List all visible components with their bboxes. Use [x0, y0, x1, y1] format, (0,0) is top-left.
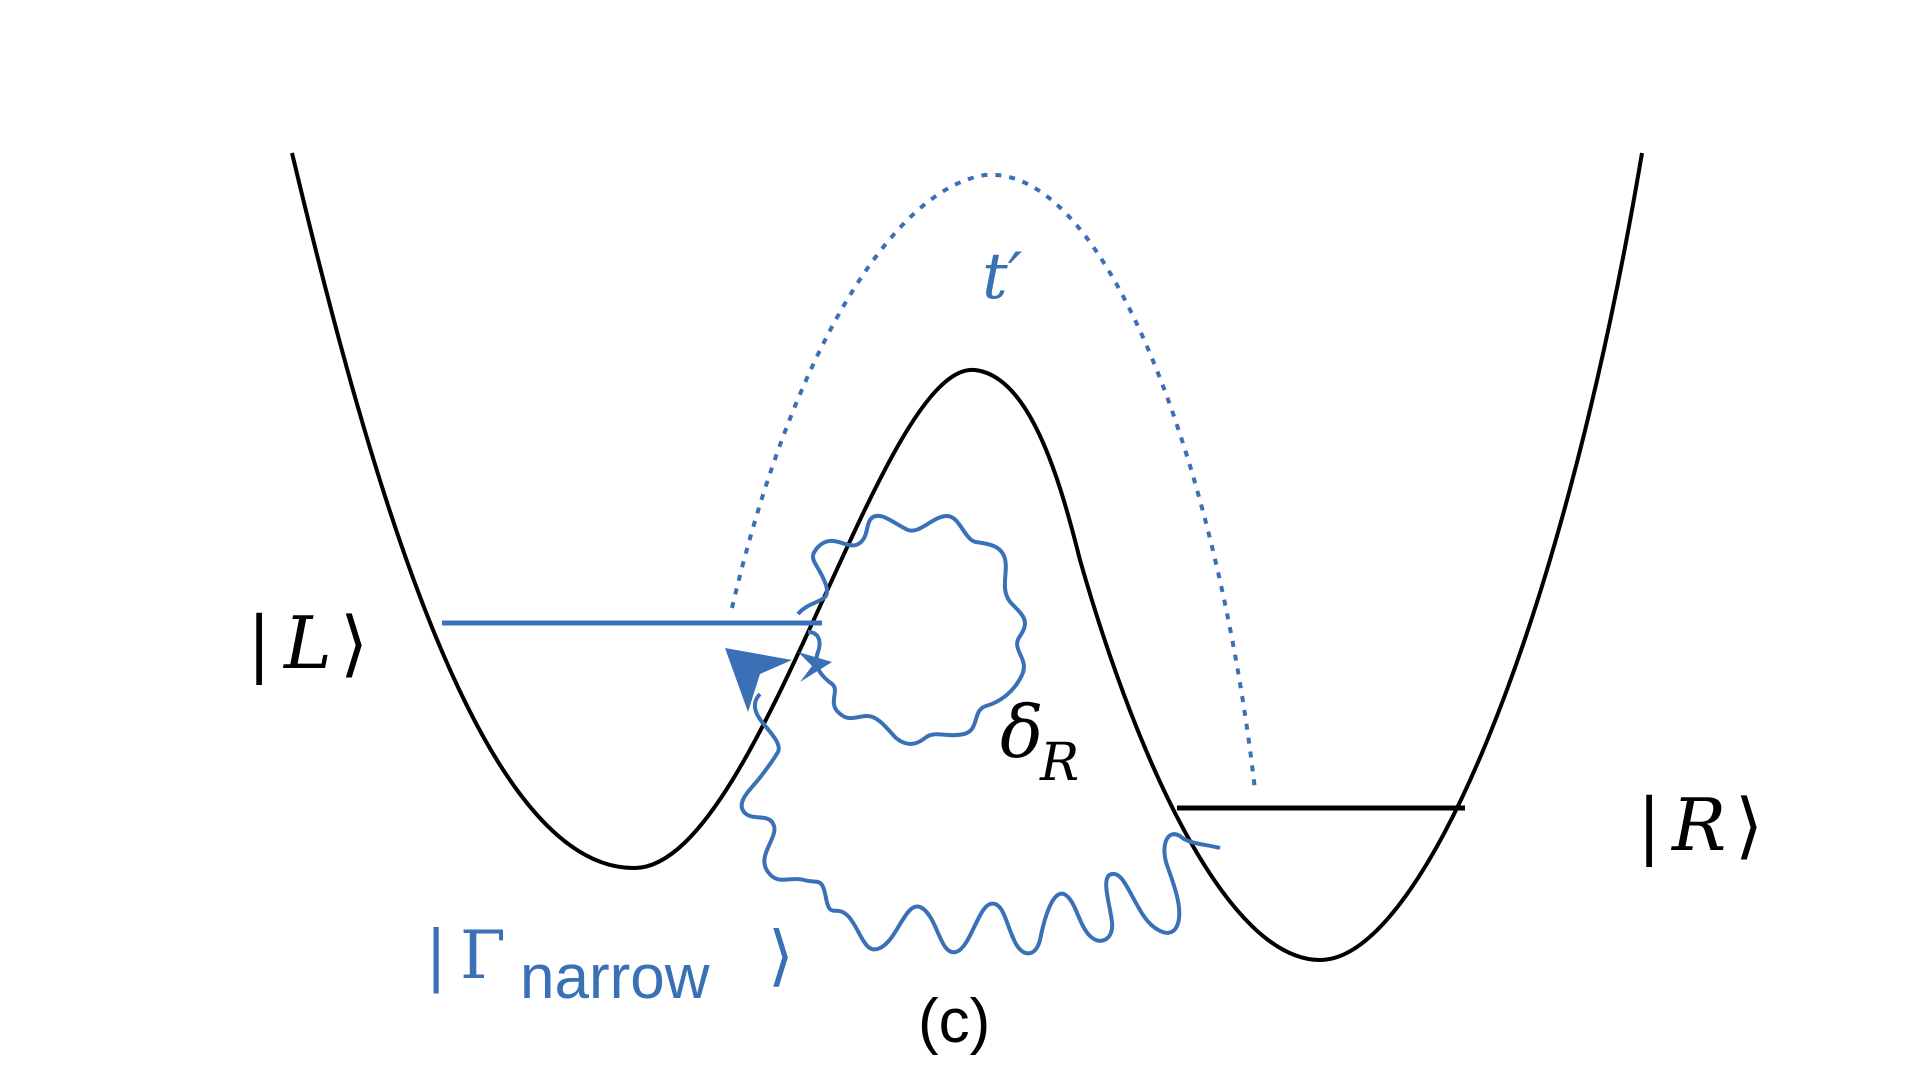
gamma-bar: | — [425, 917, 447, 994]
gamma-bracket: ⟩ — [768, 917, 794, 994]
left-state-symbol: L — [282, 601, 332, 685]
double-well-potential-curve — [290, 152, 1644, 962]
gamma-symbol: Γ — [460, 917, 506, 994]
left-state-bracket: ⟩ — [340, 601, 368, 685]
gamma-label: | Γ narrow ⟩ — [425, 917, 794, 1012]
left-state-bar: | — [247, 601, 271, 685]
detuning-wavy-loop — [796, 513, 1028, 746]
left-state-label: | L ⟩ — [247, 601, 368, 685]
right-state-bracket: ⟩ — [1735, 783, 1763, 867]
right-state-label: | R ⟩ — [1637, 783, 1763, 867]
right-state-bar: | — [1637, 783, 1661, 867]
tunneling-label: t′ — [982, 240, 1023, 314]
right-state-symbol: R — [1670, 783, 1726, 867]
panel-label: (c) — [918, 987, 990, 1056]
detuning-symbol: δ — [1000, 690, 1043, 774]
gamma-wavy-path — [739, 692, 1221, 956]
gamma-subscript: narrow — [520, 943, 710, 1012]
detuning-subscript: R — [1039, 733, 1079, 793]
detuning-arrow-icon — [798, 652, 832, 682]
gamma-arrow-icon — [725, 648, 792, 712]
tunneling-dotted-path — [730, 172, 1257, 791]
detuning-label: δ R — [1000, 690, 1079, 793]
